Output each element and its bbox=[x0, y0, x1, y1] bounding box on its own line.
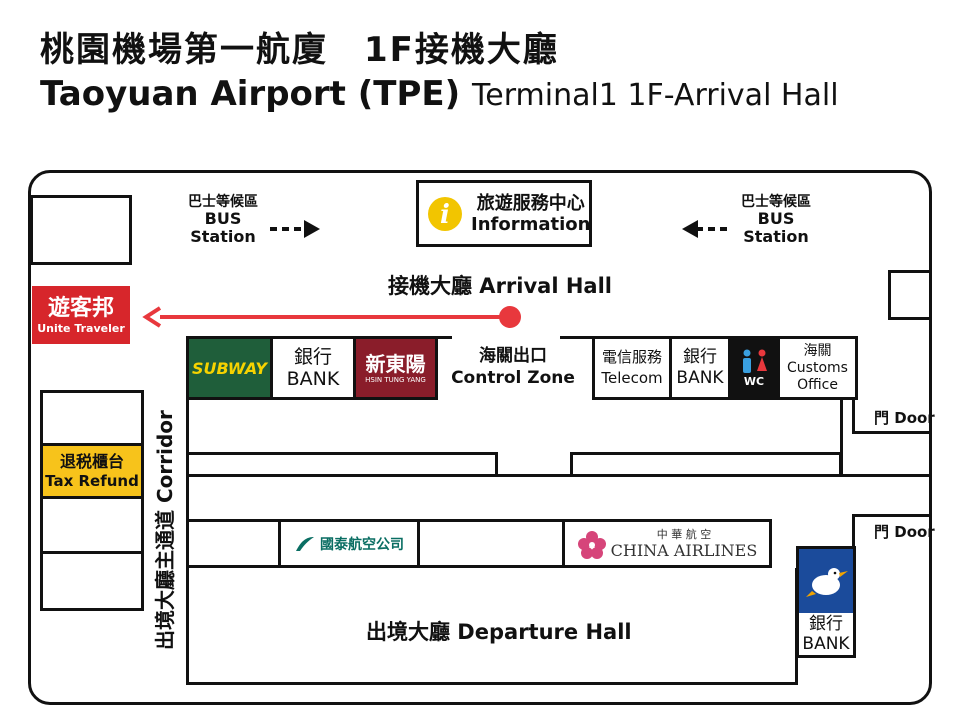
storage-box-right bbox=[888, 270, 932, 320]
wall-line bbox=[560, 336, 592, 339]
tax-refund-zh: 退税櫃台 bbox=[59, 451, 124, 471]
information-center: i 旅遊服務中心 Information bbox=[416, 180, 592, 247]
tax-refund-counter: 退税櫃台 Tax Refund bbox=[40, 443, 144, 499]
corridor-wall-right bbox=[840, 400, 843, 477]
wc-restroom: WC bbox=[731, 339, 780, 397]
subway-shop: SUBWAY bbox=[189, 339, 273, 397]
title-en-main: Taoyuan Airport (TPE) bbox=[40, 74, 461, 114]
bus-left-zh: 巴士等候區 bbox=[188, 194, 258, 210]
china-airlines-counter: 中 華 航 空 CHINA AIRLINES bbox=[562, 519, 772, 568]
unite-traveler-logo: 遊客邦 Unite Traveler bbox=[32, 286, 130, 344]
counter-box-4 bbox=[40, 551, 144, 611]
building-outline bbox=[28, 170, 932, 705]
restroom-icon bbox=[743, 349, 767, 373]
departure-hall-label: 出境大廳 Departure Hall bbox=[366, 620, 632, 644]
door-lower[interactable]: 門 Door bbox=[874, 521, 935, 542]
bus-right-zh: 巴士等候區 bbox=[741, 194, 811, 210]
telecom-zh: 電信服務 bbox=[601, 348, 662, 366]
bus-right-en2: Station bbox=[743, 227, 809, 246]
plum-blossom-icon bbox=[577, 530, 606, 559]
control-zone-en: Control Zone bbox=[451, 368, 575, 388]
bank-right-zh: 銀行 bbox=[683, 347, 717, 367]
bus-left-en1: BUS bbox=[204, 209, 242, 228]
customs-en1: Customs bbox=[787, 359, 848, 376]
bank-top-en: BANK bbox=[286, 368, 340, 390]
bank-bottom-en: BANK bbox=[802, 634, 850, 654]
telecom-shop: 電信服務 Telecom bbox=[595, 339, 672, 397]
page-title-en: Taoyuan Airport (TPE) Terminal1 1F-Arriv… bbox=[40, 74, 839, 114]
telecom-en: Telecom bbox=[601, 369, 663, 387]
storage-box-top-left bbox=[30, 195, 132, 265]
information-en: Information bbox=[471, 213, 591, 235]
page-title-zh: 桃園機場第一航廈 1F接機大廳 bbox=[40, 30, 559, 70]
door-lower-en: Door bbox=[894, 523, 935, 541]
bank-bottom-zh: 銀行 bbox=[809, 614, 843, 634]
door-lower-frame bbox=[852, 514, 932, 548]
china-airlines-zh: 中 華 航 空 bbox=[656, 527, 712, 541]
arrow-left-icon bbox=[682, 220, 732, 238]
arrow-right-icon bbox=[270, 220, 320, 238]
hty-en: HSIN TUNG YANG bbox=[365, 375, 426, 384]
bird-logo-icon bbox=[806, 568, 848, 597]
arrival-hall-label: 接機大廳 Arrival Hall bbox=[388, 274, 612, 298]
bus-left-en2: Station bbox=[190, 227, 256, 246]
customs-en2: Office bbox=[797, 376, 838, 393]
title-en-sub: Terminal1 1F-Arrival Hall bbox=[472, 78, 839, 113]
hty-zh: 新東陽 bbox=[365, 351, 426, 376]
info-icon: i bbox=[428, 196, 462, 231]
shop-row-top-left: SUBWAY 銀行 BANK 新東陽 HSIN TUNG YANG bbox=[186, 336, 438, 400]
bus-station-left: 巴士等候區 BUS Station bbox=[175, 194, 271, 246]
customs-zh: 海關 bbox=[803, 342, 832, 359]
wc-label: WC bbox=[743, 374, 765, 388]
cathay-logo-icon bbox=[296, 536, 314, 551]
door-upper-frame bbox=[852, 400, 932, 434]
customs-office: 海關 Customs Office bbox=[780, 339, 855, 397]
bus-station-right: 巴士等候區 BUS Station bbox=[728, 194, 824, 246]
counter-box-3 bbox=[40, 496, 144, 554]
information-zh: 旅遊服務中心 bbox=[476, 192, 585, 214]
bus-right-en1: BUS bbox=[757, 209, 795, 228]
control-zone: 海關出口 Control Zone bbox=[448, 345, 578, 389]
corridor-main-line bbox=[186, 474, 932, 477]
door-upper[interactable]: 門 Door bbox=[874, 407, 935, 428]
cathay-label: 國泰航空公司 bbox=[320, 536, 404, 553]
shop-row-top-right: 電信服務 Telecom 銀行 BANK WC 海關 Customs Offic… bbox=[592, 336, 858, 400]
corridor-wall-upper bbox=[186, 400, 189, 685]
unite-traveler-en: Unite Traveler bbox=[37, 321, 125, 335]
bank-bottom-logo bbox=[799, 549, 853, 613]
counter-box-1 bbox=[40, 390, 144, 446]
route-arrow-icon bbox=[142, 306, 521, 328]
hsin-tung-yang-shop: 新東陽 HSIN TUNG YANG bbox=[356, 339, 438, 397]
bank-shop-right: 銀行 BANK bbox=[672, 339, 731, 397]
cathay-pacific-counter: 國泰航空公司 bbox=[278, 519, 420, 568]
subway-logo: SUBWAY bbox=[191, 358, 268, 378]
unite-traveler-zh: 遊客邦 bbox=[47, 295, 114, 321]
corridor-label: 出境大廳主通道 Corridor bbox=[153, 410, 177, 650]
door-upper-zh: 門 bbox=[874, 409, 890, 427]
tax-refund-en: Tax Refund bbox=[45, 471, 139, 490]
china-airlines-en: CHINA AIRLINES bbox=[610, 540, 758, 560]
door-upper-en: Door bbox=[894, 409, 935, 427]
wall-line bbox=[438, 336, 452, 339]
bank-right-en: BANK bbox=[676, 368, 724, 388]
svg-text:i: i bbox=[440, 200, 450, 230]
control-zone-zh: 海關出口 bbox=[479, 346, 547, 366]
bank-top-zh: 銀行 bbox=[293, 346, 332, 368]
bank-bottom: 銀行 BANK bbox=[796, 546, 856, 658]
door-lower-zh: 門 bbox=[874, 523, 890, 541]
bank-shop-top: 銀行 BANK bbox=[273, 339, 356, 397]
